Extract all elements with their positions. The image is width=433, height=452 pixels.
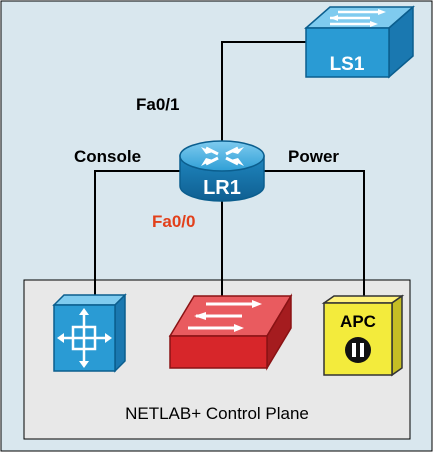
switch-label: LS1 xyxy=(330,54,365,75)
router-label: LR1 xyxy=(203,177,241,199)
access-server-icon[interactable] xyxy=(52,293,127,373)
link-label-power: Power xyxy=(288,147,339,166)
apc-icon[interactable]: APC xyxy=(321,294,405,377)
router-icon[interactable]: LR1 xyxy=(179,140,265,202)
control-plane-label: NETLAB+ Control Plane xyxy=(125,404,309,423)
link-label-console: Console xyxy=(74,147,141,166)
link-fa01 xyxy=(221,41,306,148)
red-switch-icon[interactable] xyxy=(168,293,293,371)
power-button-icon xyxy=(345,337,371,363)
link-console xyxy=(94,170,180,298)
apc-label: APC xyxy=(340,312,376,331)
link-power xyxy=(263,170,365,297)
port-label-fa00: Fa0/0 xyxy=(152,212,195,231)
port-label-fa01: Fa0/1 xyxy=(136,95,179,114)
switch-icon[interactable]: LS1 xyxy=(304,5,415,79)
connection-lines xyxy=(94,41,365,298)
